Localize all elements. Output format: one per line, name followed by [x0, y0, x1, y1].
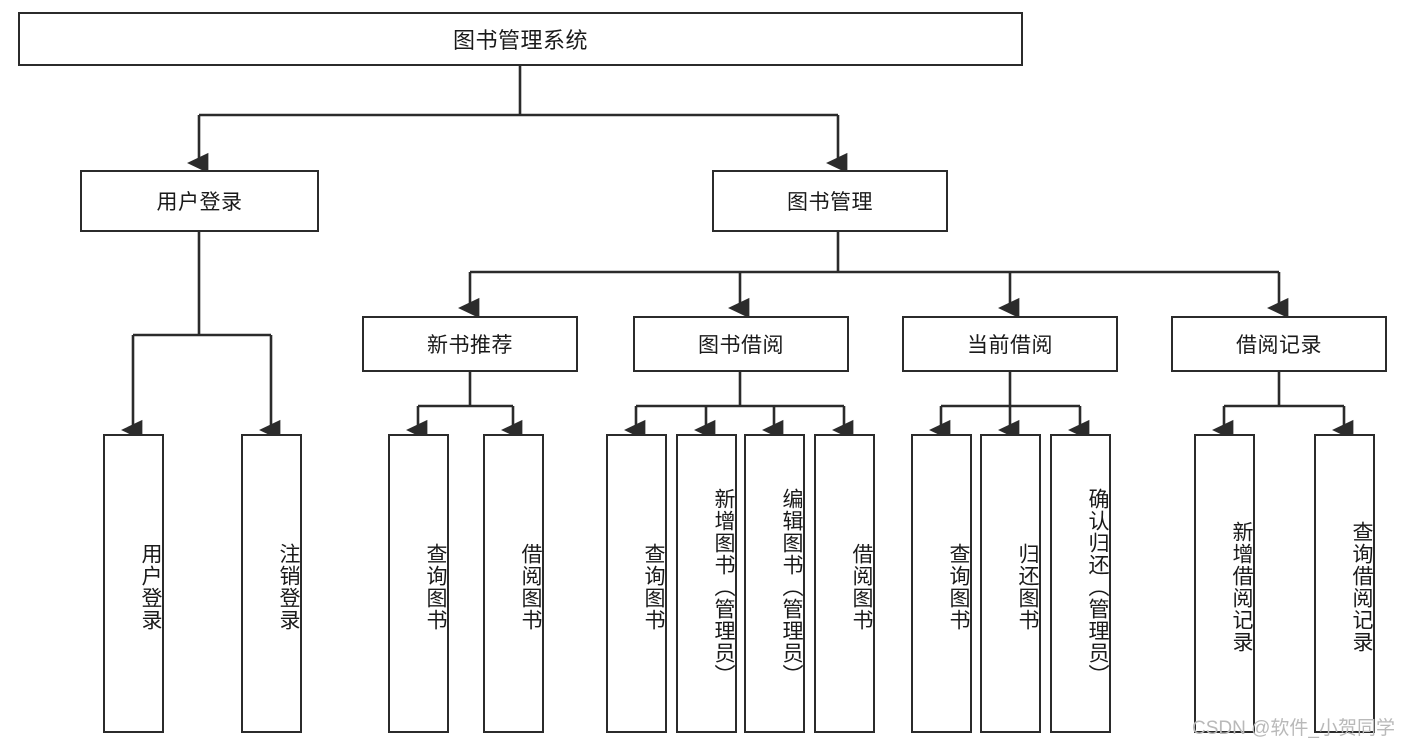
leaf-user-login-signout[interactable]: 注销登录 — [241, 434, 302, 733]
leaf-borrow-borrow-book[interactable]: 借阅图书 — [814, 434, 875, 733]
node-new-book-recommend[interactable]: 新书推荐 — [362, 316, 578, 372]
node-root-label: 图书管理系统 — [452, 28, 588, 53]
node-current-borrow[interactable]: 当前借阅 — [902, 316, 1118, 372]
node-new-book-recommend-label: 新书推荐 — [427, 334, 513, 357]
leaf-record-query-borrow-record[interactable]: 查询借阅记录 — [1314, 434, 1375, 733]
leaf-label: 查询借阅记录 — [1350, 520, 1373, 653]
leaf-current-confirm-return-admin[interactable]: 确认归还（管理员） — [1050, 434, 1111, 733]
node-root-system[interactable]: 图书管理系统 — [18, 12, 1023, 66]
leaf-label: 归还图书 — [1016, 542, 1039, 631]
node-book-borrow[interactable]: 图书借阅 — [633, 316, 849, 372]
leaf-user-login-signin[interactable]: 用户登录 — [103, 434, 164, 733]
leaf-label: 新增借阅记录 — [1230, 520, 1253, 653]
node-borrow-record-label: 借阅记录 — [1236, 334, 1322, 357]
node-borrow-record[interactable]: 借阅记录 — [1171, 316, 1387, 372]
leaf-label: 注销登录 — [277, 542, 300, 631]
leaf-label: 新增图书（管理员） — [712, 487, 735, 686]
leaf-new-book-borrow[interactable]: 借阅图书 — [483, 434, 544, 733]
node-user-login[interactable]: 用户登录 — [80, 170, 319, 232]
leaf-borrow-query-book[interactable]: 查询图书 — [606, 434, 667, 733]
leaf-current-query-book[interactable]: 查询图书 — [911, 434, 972, 733]
leaf-borrow-edit-book-admin[interactable]: 编辑图书（管理员） — [744, 434, 805, 733]
leaf-label: 编辑图书（管理员） — [780, 487, 803, 686]
leaf-label: 确认归还（管理员） — [1086, 487, 1109, 686]
node-current-borrow-label: 当前借阅 — [967, 334, 1053, 357]
leaf-new-book-query[interactable]: 查询图书 — [388, 434, 449, 733]
leaf-current-return-book[interactable]: 归还图书 — [980, 434, 1041, 733]
leaf-label: 查询图书 — [642, 542, 665, 631]
leaf-record-add-borrow-record[interactable]: 新增借阅记录 — [1194, 434, 1255, 733]
leaf-label: 查询图书 — [424, 542, 447, 631]
leaf-label: 用户登录 — [139, 542, 162, 631]
leaf-label: 借阅图书 — [519, 542, 542, 631]
leaf-borrow-add-book-admin[interactable]: 新增图书（管理员） — [676, 434, 737, 733]
leaf-label: 借阅图书 — [850, 542, 873, 631]
node-book-management-label: 图书管理 — [787, 191, 873, 214]
node-book-borrow-label: 图书借阅 — [698, 334, 784, 357]
node-user-login-label: 用户登录 — [156, 191, 243, 214]
node-book-management[interactable]: 图书管理 — [712, 170, 948, 232]
leaf-label: 查询图书 — [947, 542, 970, 631]
